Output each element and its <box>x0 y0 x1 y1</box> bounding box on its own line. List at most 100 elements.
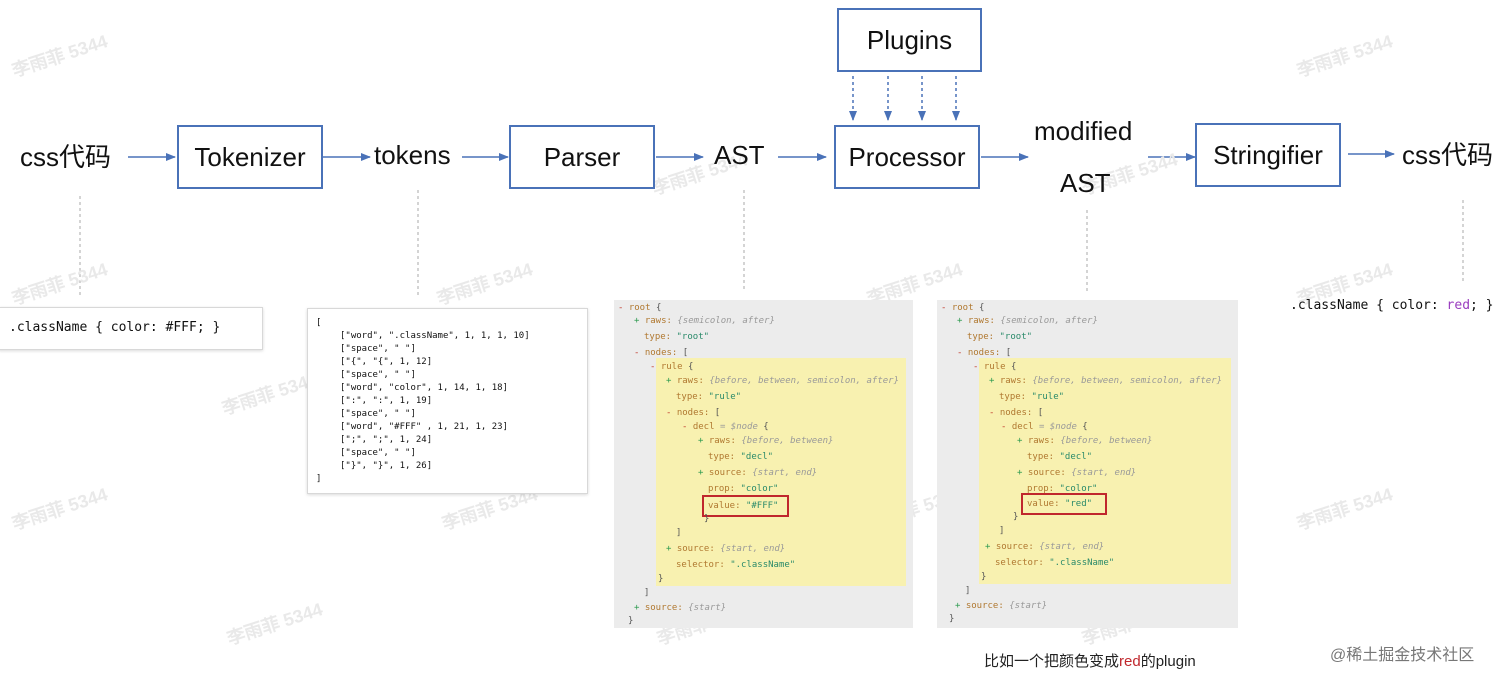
ast-root-key: root <box>951 303 974 313</box>
note-prefix: 比如一个把颜色变成 <box>984 653 1120 670</box>
ast-raws-key: raws: <box>676 376 704 386</box>
output-css-label: css代码 <box>1402 140 1494 170</box>
ast-node-ref: = $node <box>1038 422 1077 432</box>
processor-box: Processor <box>834 125 980 189</box>
ast-value-original: "#FFF" <box>745 501 779 511</box>
ast-type-key: type: <box>999 392 1027 402</box>
token-line: ["space", " "] <box>340 448 416 458</box>
ast-raws-key: raws: <box>967 316 995 326</box>
ast-value-key: value: <box>1027 499 1060 509</box>
ast-decl-key: decl <box>692 422 715 432</box>
ast-type-key: type: <box>708 452 736 462</box>
ast-prop-key: prop: <box>1027 484 1055 494</box>
ast-raws-key: raws: <box>1027 436 1055 446</box>
ast-selector-value: ".className" <box>730 560 796 570</box>
rule-highlight <box>979 358 1231 584</box>
ast-rule-key: rule <box>983 362 1006 372</box>
ast-source-value: {start} <box>688 603 727 613</box>
note-suffix: 的plugin <box>1140 653 1196 670</box>
ast-raws-key: raws: <box>644 316 672 326</box>
ast-value-modified: "red" <box>1064 499 1093 509</box>
plugin-note: 比如一个把颜色变成red的plugin <box>984 650 1196 671</box>
token-line: ["word", ".className", 1, 1, 1, 10] <box>340 331 530 341</box>
ast-type-value: "rule" <box>708 392 742 402</box>
ast-label: AST <box>714 140 765 170</box>
ast-source-key: source: <box>995 542 1034 552</box>
site-credit: @稀土掘金技术社区 <box>1330 647 1475 664</box>
ast-type-value: "rule" <box>1031 392 1065 402</box>
modified-label-line2: AST <box>1060 168 1111 198</box>
ast-source-key: source: <box>644 603 683 613</box>
ast-type-value: "decl" <box>1059 452 1093 462</box>
input-css-code: .className { color: #FFF; } <box>9 320 221 335</box>
ast-nodes-key: nodes: <box>999 408 1033 418</box>
tokens-panel: [ ["word", ".className", 1, 1, 1, 10] ["sp… <box>307 308 588 494</box>
value-highlight-box <box>1021 493 1107 515</box>
ast-nodes-key: nodes: <box>967 348 1001 358</box>
tokens-close-bracket: ] <box>316 474 322 484</box>
ast-node-ref: = $node <box>719 422 758 432</box>
ast-raws-value: {before, between, semicolon, after} <box>709 376 900 386</box>
ast-nodes-key: nodes: <box>676 408 710 418</box>
ast-type-value: "root" <box>999 332 1033 342</box>
token-line: ["{", "{", 1, 12] <box>340 357 433 367</box>
ast-source-value: {start, end} <box>1039 542 1105 552</box>
ast-prop-key: prop: <box>708 484 736 494</box>
token-line: ["word", "#FFF" , 1, 21, 1, 23] <box>340 422 508 432</box>
output-css-prefix: .className { color: <box>1290 298 1447 313</box>
ast-type-key: type: <box>1027 452 1055 462</box>
ast-source-value: {start} <box>1009 601 1048 611</box>
modified-ast-panel: - root { + raws: {semicolon, after} type… <box>937 300 1238 628</box>
value-highlight-box <box>702 495 789 517</box>
tokenizer-box: Tokenizer <box>177 125 323 189</box>
token-line: ["}", "}", 1, 26] <box>340 461 433 471</box>
token-line: ["space", " "] <box>340 344 416 354</box>
ast-type-value: "root" <box>676 332 710 342</box>
ast-raws-value: {semicolon, after} <box>1000 316 1098 326</box>
ast-source-key: source: <box>708 468 747 478</box>
ast-type-key: type: <box>676 392 704 402</box>
ast-root-key: root <box>628 303 651 313</box>
token-line: ["word", "color", 1, 14, 1, 18] <box>340 383 508 393</box>
ast-source-value: {start, end} <box>1071 468 1137 478</box>
token-line: ["space", " "] <box>340 409 416 419</box>
ast-raws-value: {before, between, semicolon, after} <box>1032 376 1223 386</box>
ast-source-value: {start, end} <box>752 468 818 478</box>
ast-source-key: source: <box>965 601 1004 611</box>
ast-value-key: value: <box>708 501 741 511</box>
token-line: [":", ":", 1, 19] <box>340 396 433 406</box>
output-css-suffix: ; } <box>1470 298 1494 313</box>
token-line: [";", ";", 1, 24] <box>340 435 433 445</box>
tokens-label: tokens <box>374 140 451 170</box>
parser-box: Parser <box>509 125 655 189</box>
ast-type-key: type: <box>967 332 995 342</box>
ast-prop-value: "color" <box>740 484 779 494</box>
ast-type-key: type: <box>644 332 672 342</box>
ast-selector-key: selector: <box>676 560 725 570</box>
ast-raws-value: {semicolon, after} <box>677 316 775 326</box>
output-css-value: red <box>1446 298 1471 313</box>
tokens-open-bracket: [ <box>316 318 322 328</box>
ast-type-value: "decl" <box>740 452 774 462</box>
ast-panel: - root { + raws: {semicolon, after} type… <box>614 300 913 628</box>
plugins-box: Plugins <box>837 8 982 72</box>
input-css-label: css代码 <box>20 142 112 172</box>
ast-source-key: source: <box>676 544 715 554</box>
ast-raws-key: raws: <box>999 376 1027 386</box>
stringifier-box: Stringifier <box>1195 123 1341 187</box>
ast-raws-key: raws: <box>708 436 736 446</box>
ast-raws-value: {before, between} <box>741 436 834 446</box>
ast-nodes-key: nodes: <box>644 348 678 358</box>
rule-highlight <box>656 358 906 586</box>
token-line: ["space", " "] <box>340 370 416 380</box>
input-css-panel: .className { color: #FFF; } <box>0 307 263 350</box>
ast-source-key: source: <box>1027 468 1066 478</box>
ast-selector-key: selector: <box>995 558 1044 568</box>
note-highlight: red <box>1119 653 1141 670</box>
ast-selector-value: ".className" <box>1049 558 1115 568</box>
ast-decl-key: decl <box>1011 422 1034 432</box>
ast-source-value: {start, end} <box>720 544 786 554</box>
ast-rule-key: rule <box>660 362 683 372</box>
ast-raws-value: {before, between} <box>1060 436 1153 446</box>
